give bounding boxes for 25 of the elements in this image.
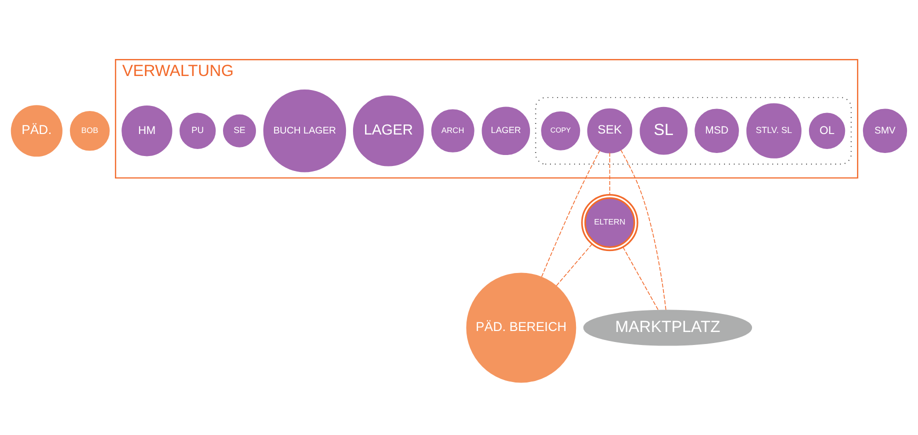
connector	[622, 246, 659, 312]
node-circle: MSD	[694, 108, 739, 154]
node-circle: LAGER	[352, 95, 424, 166]
node-circle: SE	[223, 114, 256, 148]
node-circle: BOB	[70, 110, 110, 151]
node-circle: HM	[122, 106, 172, 156]
node-circle: OL	[808, 112, 846, 149]
node-ellipse: MARKTPLATZ	[583, 310, 752, 346]
node-circle: PU	[180, 112, 216, 149]
node-circle: BUCH LAGER	[263, 89, 346, 172]
node-circle: SL	[640, 106, 688, 155]
node-circle: SMV	[862, 108, 908, 153]
node-circle: ELTERN	[581, 194, 638, 252]
node-circle: COPY	[541, 111, 580, 150]
connector	[541, 150, 600, 278]
node-circle: LAGER	[482, 106, 530, 156]
connector	[620, 149, 666, 311]
connector	[556, 244, 592, 287]
connector	[609, 152, 610, 196]
node-circle: SEK	[587, 108, 632, 154]
node-circle: PÄD.	[10, 105, 62, 157]
cluster	[535, 97, 852, 165]
node-circle: ARCH	[431, 109, 474, 152]
node-circle: PÄD. BEREICH	[466, 272, 576, 383]
node-circle: STLV. SL	[746, 103, 802, 158]
